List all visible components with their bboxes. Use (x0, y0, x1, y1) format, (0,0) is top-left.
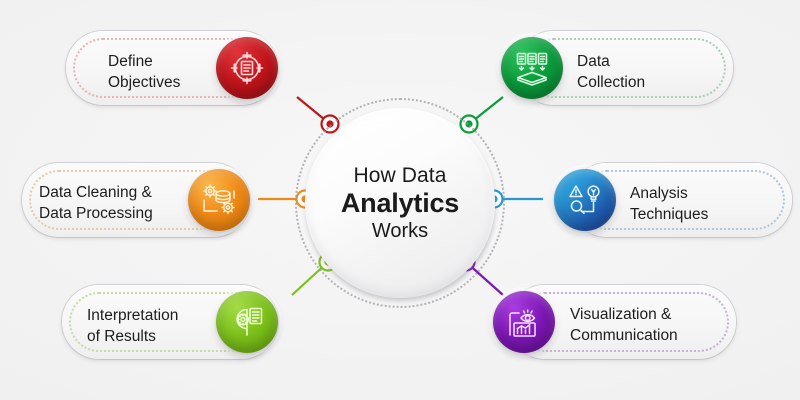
node-analysis-techniques[interactable]: Analysis Techniques (550, 163, 800, 237)
node-label: Data Collection (577, 53, 646, 91)
node-visualization-communication[interactable]: Visualization & Communication (490, 285, 740, 359)
node-interpretation-of-results[interactable]: Interpretation of Results (62, 285, 302, 359)
gears-database-icon (188, 169, 250, 231)
hub-title-line1: How Data (353, 163, 447, 187)
hub-title-line3: Works (371, 219, 429, 242)
node-label: Interpretation of Results (87, 307, 179, 345)
hub-title-line2: Analytics (340, 188, 460, 219)
lightbulb-magnifier-icon (554, 169, 616, 231)
node-label: Data Cleaning & Data Processing (39, 184, 153, 222)
documents-into-tray-icon (501, 37, 563, 99)
node-define-objectives[interactable]: Define Objectives (66, 31, 298, 105)
node-data-cleaning-processing[interactable]: Data Cleaning & Data Processing (22, 163, 274, 237)
head-gear-report-icon (216, 291, 278, 353)
node-data-collection[interactable]: Data Collection (497, 31, 733, 105)
node-label: Define Objectives (108, 53, 181, 91)
bar-chart-eye-icon (493, 291, 555, 353)
center-hub: How Data Analytics Works (295, 98, 505, 308)
node-label: Analysis Techniques (630, 185, 709, 223)
node-label: Visualization & Communication (570, 306, 678, 344)
hub-title: How Data Analytics Works (305, 108, 495, 298)
target-document-icon (216, 37, 278, 99)
